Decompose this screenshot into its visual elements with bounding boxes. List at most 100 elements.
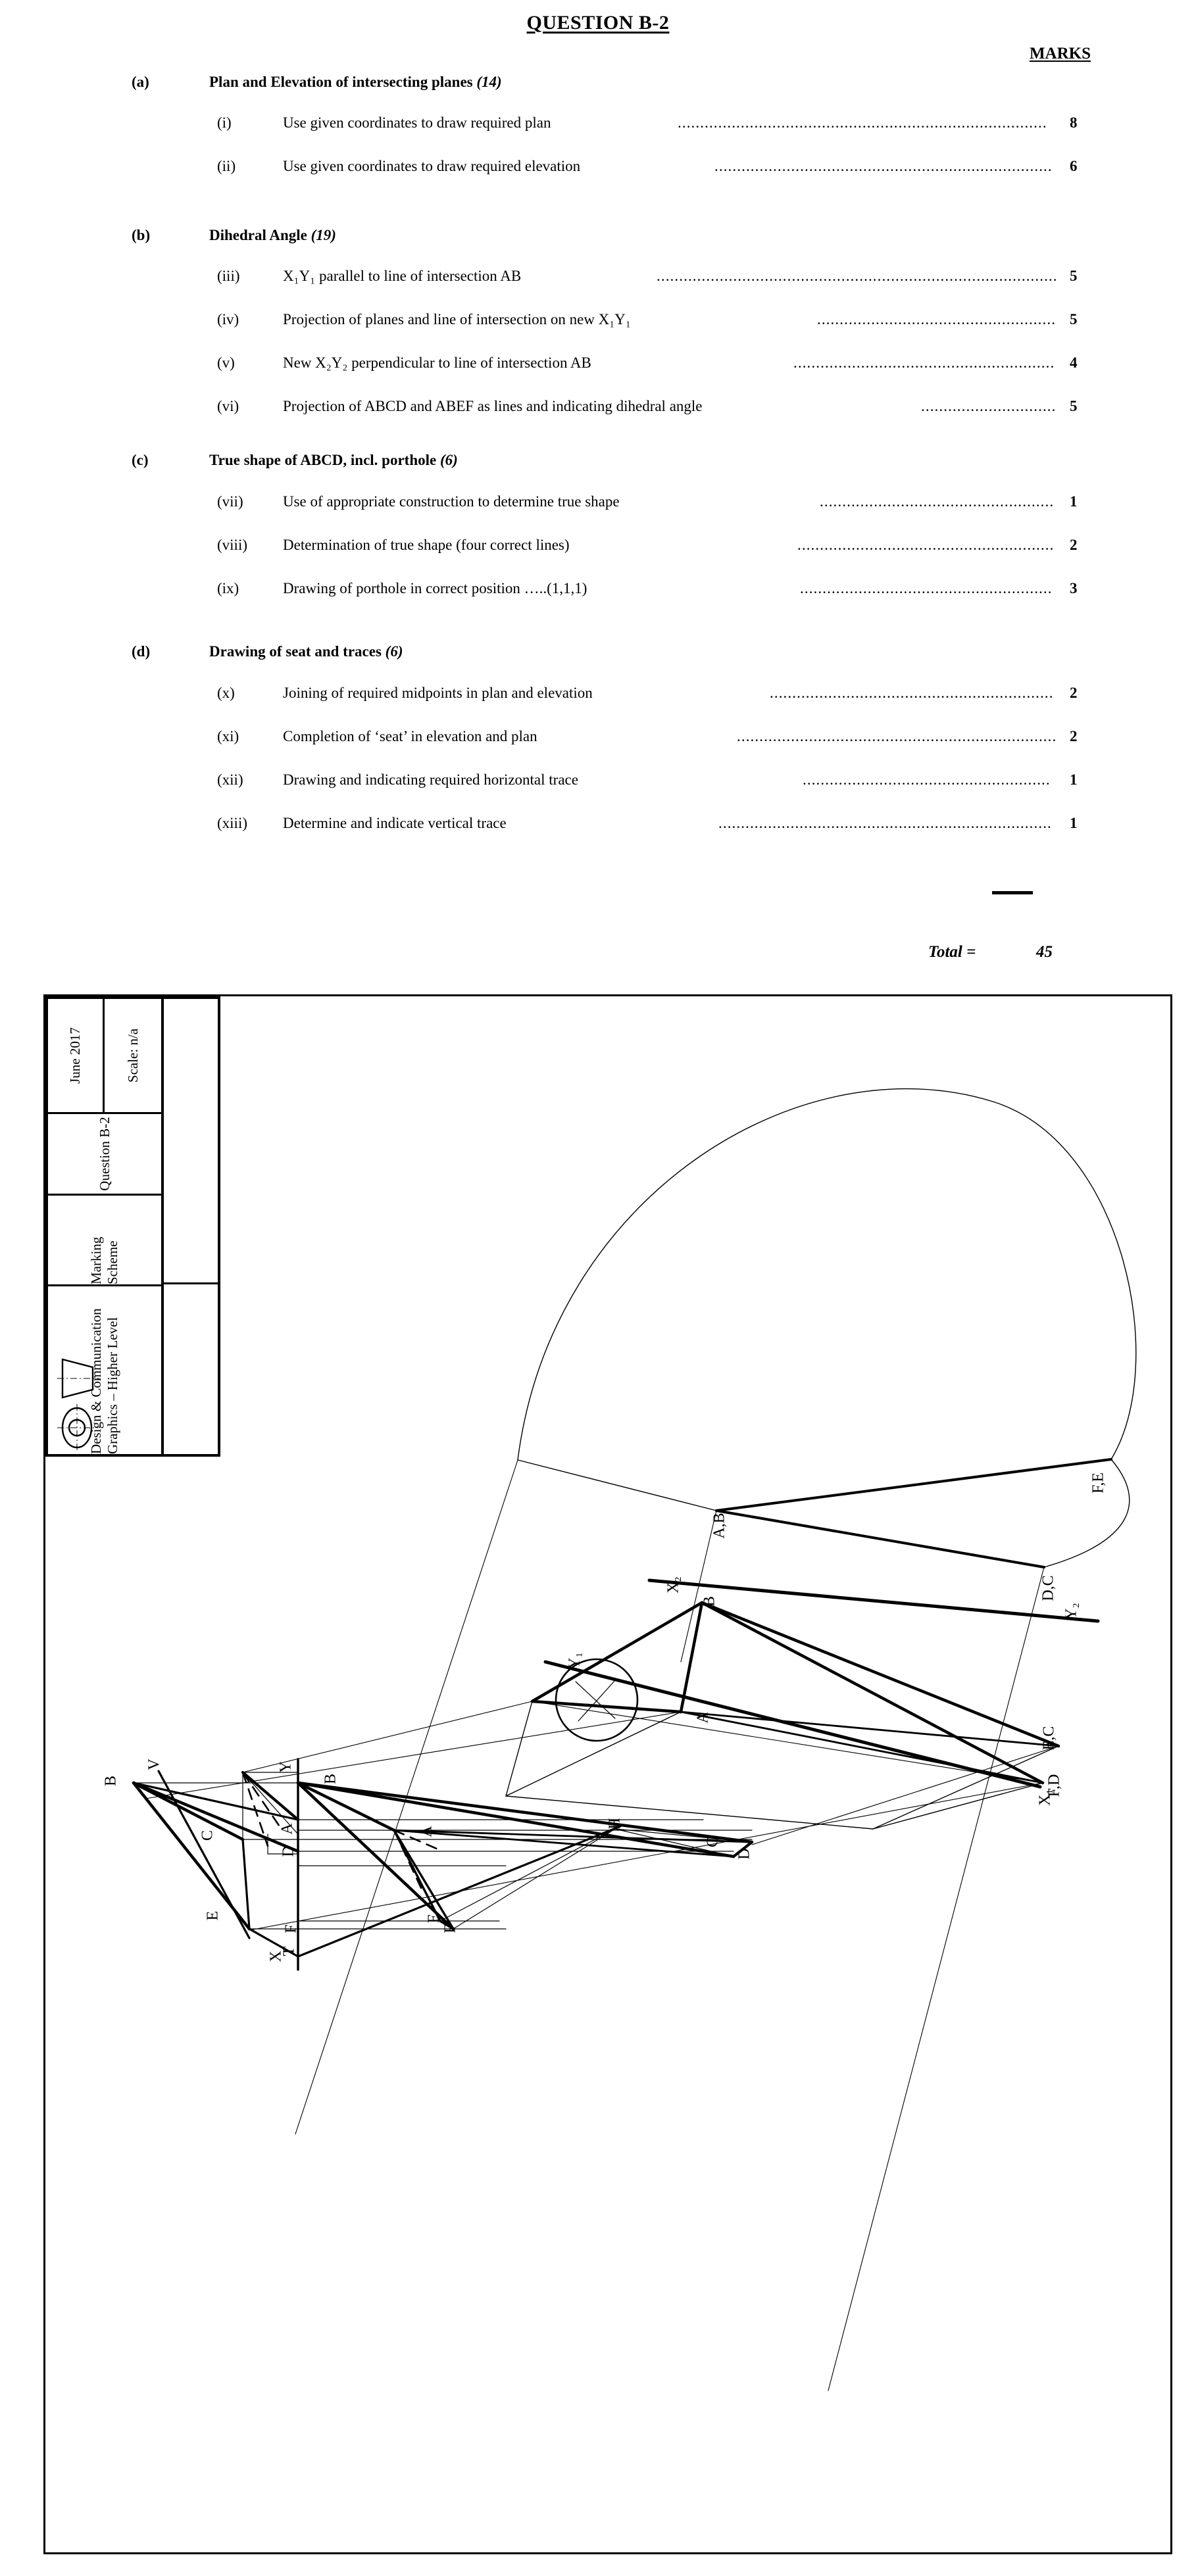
section-b-label: (b): [132, 227, 151, 243]
leader-dots: ........................................…: [803, 771, 1051, 788]
drawing-point-label: D: [280, 1845, 297, 1857]
title-block-blank-cell: [164, 1282, 218, 1454]
item-number: (viii): [217, 537, 247, 553]
drawing-point-label: A: [418, 1826, 436, 1837]
item-text: Projection of ABCD and ABEF as lines and…: [283, 398, 703, 414]
title-block: Design & Communication Graphics – Higher…: [45, 996, 220, 1457]
vertical-trace: [157, 1770, 251, 1939]
section-a-label: (a): [132, 74, 149, 90]
drawing-point-label: F,D: [1045, 1774, 1063, 1797]
item-text: Drawing of porthole in correct position …: [283, 580, 587, 596]
item-marks: 2: [1070, 685, 1078, 701]
drawing-point-label: B: [701, 1595, 718, 1607]
leader-dots: ........................................…: [820, 493, 1055, 510]
leader-dots: ........................................…: [718, 815, 1052, 831]
item-number: (vii): [217, 493, 243, 510]
title-block-date: June 2017: [48, 999, 105, 1112]
item-marks: 1: [1070, 771, 1078, 788]
item-text: Completion of ‘seat’ in elevation and pl…: [283, 728, 537, 744]
item-number: (xii): [217, 771, 243, 788]
leader-dots: ........................................…: [797, 537, 1055, 553]
drawing-point-label: C: [199, 1830, 216, 1841]
drawing-point-label: A: [278, 1823, 296, 1835]
item-text: X₁Y₁ parallel to line of intersection AB: [283, 268, 522, 284]
leader-dots: ........................................…: [737, 728, 1057, 744]
drawing-point-label: D: [735, 1848, 753, 1860]
item-text: Use of appropriate construction to deter…: [283, 493, 620, 510]
item-number: (iii): [217, 268, 240, 284]
section-c-label: (c): [132, 452, 149, 468]
item-number: (vi): [217, 398, 239, 414]
section-d-label: (d): [132, 643, 151, 660]
item-number: (v): [217, 354, 235, 371]
item-marks: 5: [1070, 398, 1078, 414]
technical-drawing: [132, 1088, 1137, 2391]
item-marks: 1: [1070, 493, 1078, 510]
total-rule: [992, 891, 1033, 894]
item-number: (i): [217, 114, 232, 131]
plan-view: [296, 1781, 754, 1958]
leader-dots: ........................................…: [793, 354, 1055, 371]
section-b-heading: Dihedral Angle (19): [209, 227, 336, 243]
item-marks: 1: [1070, 815, 1078, 831]
item-text: Determination of true shape (four correc…: [283, 537, 570, 553]
drawing-point-label: A: [694, 1712, 712, 1724]
drawing-point-label: H: [606, 1818, 624, 1830]
page-title: QUESTION B-2: [526, 12, 670, 34]
title-block-question: Question B-2: [48, 1112, 161, 1194]
elevation-view: [132, 1770, 300, 1958]
leader-dots: ........................................…: [714, 158, 1053, 174]
projectors: [145, 1701, 1059, 1931]
item-text: Projection of planes and line of interse…: [283, 311, 631, 328]
drawing-point-label: Y: [277, 1761, 295, 1773]
auxiliary-view: [505, 1601, 1060, 1830]
title-block-scale: Scale: n/a: [124, 1028, 141, 1083]
marking-scheme-text: QUESTION B-2 MARKS (a) Plan and Elevatio…: [0, 0, 1196, 986]
x2y2-line: [647, 1578, 1100, 1623]
item-text: Use given coordinates to draw required e…: [283, 158, 581, 174]
section-d-heading: Drawing of seat and traces (6): [209, 643, 403, 660]
item-marks: 6: [1070, 158, 1078, 174]
drawing-point-label: Y₂: [1062, 1603, 1080, 1620]
item-number: (ix): [217, 580, 239, 596]
item-number: (xiii): [217, 815, 247, 831]
item-text: Drawing and indicating required horizont…: [283, 771, 578, 788]
leader-dots: ..............................: [921, 398, 1057, 414]
true-shape-view: [295, 1088, 1137, 2391]
item-marks: 2: [1070, 537, 1078, 553]
drawing-point-label: A,B: [710, 1513, 728, 1539]
total-value: 45: [1036, 943, 1053, 961]
leader-dots: ........................................…: [817, 311, 1057, 328]
item-marks: 4: [1070, 354, 1078, 371]
drawing-point-label: E: [204, 1910, 222, 1921]
drawing-point-label: F: [441, 1924, 459, 1933]
leader-dots: ........................................…: [678, 114, 1047, 131]
leader-dots: ........................................…: [800, 580, 1053, 596]
item-marks: 5: [1070, 268, 1078, 284]
item-number: (x): [217, 685, 235, 701]
x1y1-line: [543, 1660, 1042, 1789]
drawing-point-label: B: [322, 1773, 339, 1785]
item-text: Determine and indicate vertical trace: [283, 815, 507, 831]
total-label: Total =: [928, 943, 976, 961]
drawing-point-label: E,C: [1040, 1726, 1058, 1751]
item-marks: 3: [1070, 580, 1078, 596]
item-text: Joining of required midpoints in plan an…: [283, 685, 593, 701]
title-block-scheme: Marking Scheme: [48, 1194, 161, 1284]
porthole-circle: [555, 1658, 639, 1742]
drawing-point-label: C: [704, 1836, 722, 1848]
leader-dots: ........................................…: [657, 268, 1058, 284]
drawing-point-label: E: [425, 1913, 443, 1924]
drawing-point-label: D,C: [1039, 1575, 1057, 1601]
marks-column-header: MARKS: [1029, 45, 1091, 62]
item-number: (ii): [217, 158, 236, 174]
drawing-point-label: F: [282, 1924, 300, 1933]
horizontal-trace: [297, 1825, 622, 1958]
item-number: (xi): [217, 728, 239, 744]
section-c-heading: True shape of ABCD, incl. porthole (6): [209, 452, 458, 468]
drawing-point-label: T: [280, 1946, 298, 1956]
projection-symbol: [57, 999, 218, 1450]
item-marks: 2: [1070, 728, 1078, 744]
item-marks: 8: [1070, 114, 1078, 131]
